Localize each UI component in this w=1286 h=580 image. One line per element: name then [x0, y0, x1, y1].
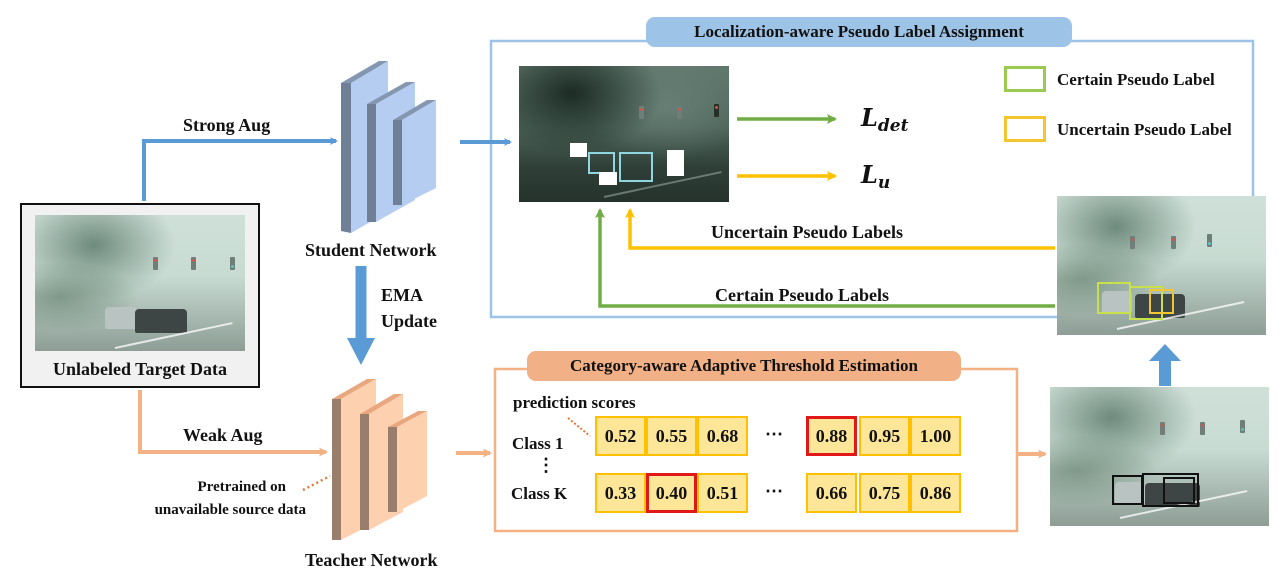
teacher-network-label: Teacher Network: [305, 550, 438, 570]
certain-feedback-arrow: [595, 208, 1055, 308]
student-network-icon: [341, 61, 436, 233]
prediction-scores-label: prediction scores: [513, 393, 636, 412]
score-cell: 0.33: [595, 473, 646, 513]
erase-patch: [570, 143, 587, 157]
target-image: [35, 215, 245, 351]
ema-label-line1: EMA: [381, 285, 423, 305]
pretrained-note-line2: unavailable source data: [154, 502, 306, 518]
u-loss-symbol: Lu: [861, 160, 890, 193]
legend-uncertain-label: Uncertain Pseudo Label: [1057, 120, 1232, 139]
teacher-pred-box: [1163, 477, 1195, 504]
legend-certain-swatch: [1004, 66, 1046, 92]
strong-aug-box: [588, 152, 615, 174]
u-loss-sub: u: [877, 173, 891, 193]
target-data-label: Unlabeled Target Data: [52, 359, 227, 379]
score-cell: 0.51: [697, 473, 748, 513]
u-loss-main: L: [861, 160, 878, 189]
score-cell: 0.95: [859, 416, 910, 456]
class-k-label: Class K: [511, 484, 568, 503]
teacher-network-icon: [332, 379, 427, 540]
legend-certain-label: Certain Pseudo Label: [1057, 70, 1215, 89]
class-1-label: Class 1: [512, 434, 564, 453]
erase-patch: [667, 150, 684, 176]
teacher-pred-box: [1142, 473, 1199, 507]
det-loss-sub: det: [877, 116, 909, 136]
strong-aug-label: Strong Aug: [183, 115, 271, 135]
horizontal-ellipsis: ⋯: [765, 424, 783, 444]
strong-aug-box: [619, 152, 653, 182]
det-loss-main: L: [861, 103, 878, 132]
score-cell: 0.68: [697, 416, 748, 456]
score-cell: 0.55: [646, 416, 697, 456]
strong-aug-arrow: [142, 137, 338, 201]
det-loss-symbol: Ldet: [861, 103, 908, 136]
localization-module-title: Localization-aware Pseudo Label Assignme…: [646, 17, 1072, 47]
teacher-prediction-image: [1050, 387, 1269, 526]
ema-label-line2: Update: [381, 311, 438, 331]
result-to-localization-arrowhead: [1149, 344, 1181, 361]
certain-pseudo-box: [1097, 282, 1131, 314]
ema-update-arrowhead: [347, 338, 375, 365]
scores-leader: [567, 417, 591, 437]
pretrained-leader: [302, 474, 331, 492]
vertical-ellipsis: ⋮: [537, 455, 555, 475]
score-cell: 0.75: [859, 473, 910, 513]
certain-pseudo-box: [1129, 286, 1163, 320]
score-cell: 0.52: [595, 416, 646, 456]
threshold-cell-class-k: 0.40: [646, 473, 697, 513]
student-network-label: Student Network: [305, 240, 437, 260]
student-input-image: [519, 66, 729, 202]
score-cell: 0.66: [806, 473, 857, 513]
teacher-pred-box: [1112, 475, 1143, 505]
certain-flow-label: Certain Pseudo Labels: [715, 285, 890, 305]
erase-patch: [599, 172, 617, 185]
pretrained-note-line1: Pretrained on: [197, 479, 286, 495]
category-module-title: Category-aware Adaptive Threshold Estima…: [527, 351, 961, 381]
score-cell: 1.00: [910, 416, 961, 456]
uncertain-feedback-arrow: [625, 208, 1055, 250]
assigned-labels-image: [1057, 196, 1266, 335]
weak-aug-arrow: [138, 390, 328, 457]
unlabeled-target-data-box: Unlabeled Target Data: [20, 203, 260, 388]
uncertain-flow-label: Uncertain Pseudo Labels: [711, 222, 904, 242]
score-cell: 0.86: [910, 473, 961, 513]
threshold-cell-class-1: 0.88: [806, 416, 857, 456]
legend-uncertain-swatch: [1004, 116, 1046, 142]
pretrained-note: Pretrained on unavailable source data: [126, 476, 306, 522]
uncertain-pseudo-box: [1149, 289, 1174, 314]
weak-aug-label: Weak Aug: [183, 425, 263, 445]
horizontal-ellipsis: ⋯: [765, 481, 783, 501]
